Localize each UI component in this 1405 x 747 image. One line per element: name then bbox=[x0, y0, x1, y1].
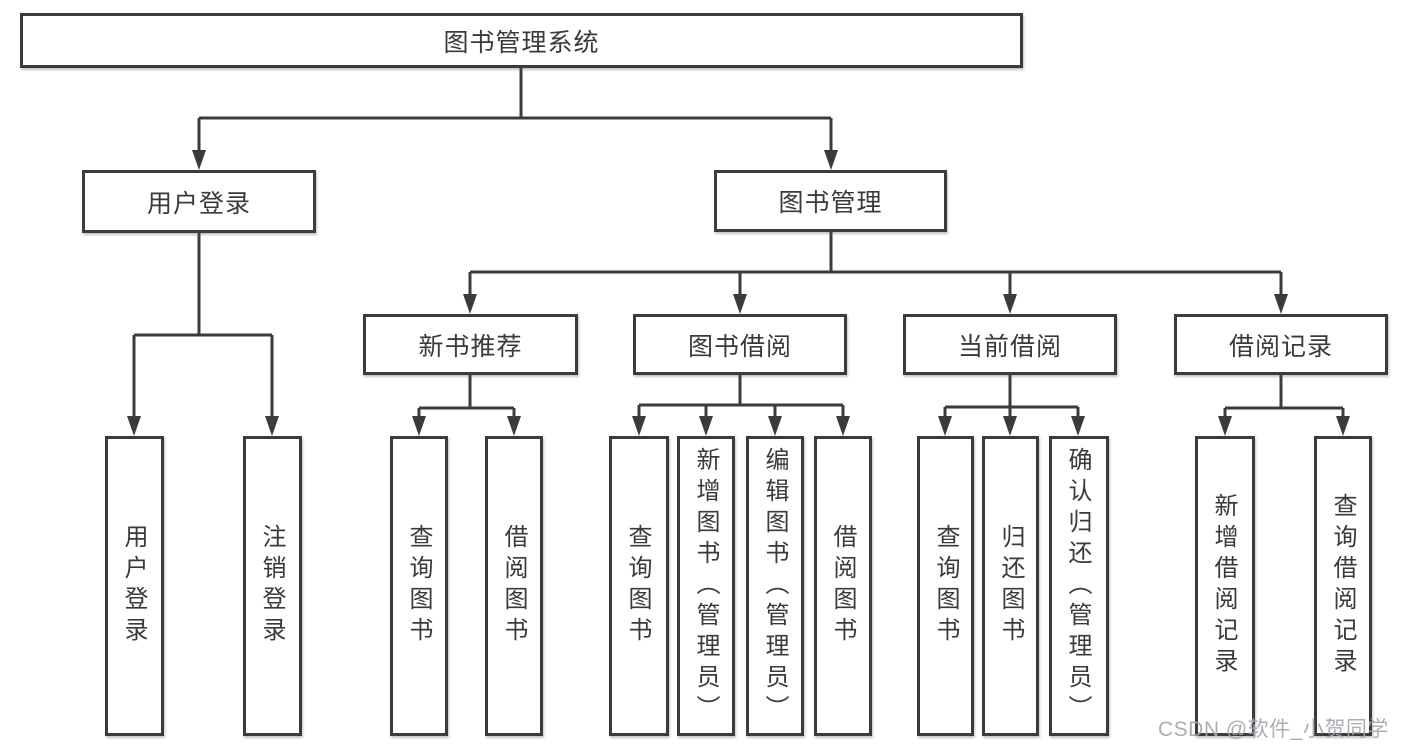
leaf-bookborrow-borrow: 借阅图书 bbox=[814, 436, 872, 736]
node-book-mgmt: 图书管理 bbox=[714, 170, 947, 232]
arrowhead-icon bbox=[733, 294, 747, 314]
connector-borrowrecord-children bbox=[1218, 375, 1350, 436]
node-borrow-record: 借阅记录 bbox=[1174, 314, 1388, 375]
arrowhead-icon bbox=[127, 416, 141, 436]
leaf-bookborrow-edit: 编辑图书（管理员） bbox=[746, 436, 804, 736]
node-current-borrow: 当前借阅 bbox=[903, 314, 1117, 375]
leaf-newbook-query: 查询图书 bbox=[390, 436, 448, 736]
node-new-book-rec: 新书推荐 bbox=[363, 314, 578, 375]
arrowhead-icon bbox=[1218, 416, 1232, 436]
arrowhead-icon bbox=[412, 416, 426, 436]
leaf-user-login: 用户登录 bbox=[105, 436, 164, 736]
arrowhead-icon bbox=[1336, 416, 1350, 436]
arrowhead-icon bbox=[1274, 294, 1288, 314]
arrowhead-icon bbox=[1071, 416, 1085, 436]
leaf-logout: 注销登录 bbox=[243, 436, 302, 736]
arrowhead-icon bbox=[265, 416, 279, 436]
leaf-newbook-borrow: 借阅图书 bbox=[485, 436, 543, 736]
arrowhead-icon bbox=[836, 416, 850, 436]
leaf-bookborrow-query: 查询图书 bbox=[609, 436, 669, 736]
node-book-borrow: 图书借阅 bbox=[633, 314, 847, 375]
leaf-bookborrow-add: 新增图书（管理员） bbox=[677, 436, 735, 736]
connector-newbook-children bbox=[412, 375, 521, 436]
connector-currentborrow-children bbox=[938, 375, 1085, 436]
arrowhead-icon bbox=[1003, 416, 1017, 436]
connector-userlogin-children bbox=[127, 233, 279, 436]
arrowhead-icon bbox=[768, 416, 782, 436]
connector-bookborrow-children bbox=[632, 375, 850, 436]
leaf-current-query: 查询图书 bbox=[917, 436, 974, 736]
csdn-watermark: CSDN @软件_小贺同学 bbox=[1158, 718, 1389, 741]
arrowhead-icon bbox=[938, 416, 952, 436]
leaf-current-confirm: 确认归还（管理员） bbox=[1049, 436, 1109, 736]
arrowhead-icon bbox=[632, 416, 646, 436]
leaf-record-add: 新增借阅记录 bbox=[1195, 436, 1255, 736]
leaf-record-query: 查询借阅记录 bbox=[1314, 436, 1372, 736]
arrowhead-icon bbox=[824, 150, 838, 170]
arrowhead-icon bbox=[699, 416, 713, 436]
arrowhead-icon bbox=[192, 150, 206, 170]
connector-bookmgmt-children bbox=[463, 232, 1288, 314]
arrowhead-icon bbox=[1003, 294, 1017, 314]
arrowhead-icon bbox=[507, 416, 521, 436]
node-root: 图书管理系统 bbox=[20, 13, 1023, 68]
arrowhead-icon bbox=[463, 294, 477, 314]
leaf-current-return: 归还图书 bbox=[982, 436, 1039, 736]
node-user-login: 用户登录 bbox=[82, 170, 316, 233]
connector-root-to-level2 bbox=[192, 68, 838, 170]
